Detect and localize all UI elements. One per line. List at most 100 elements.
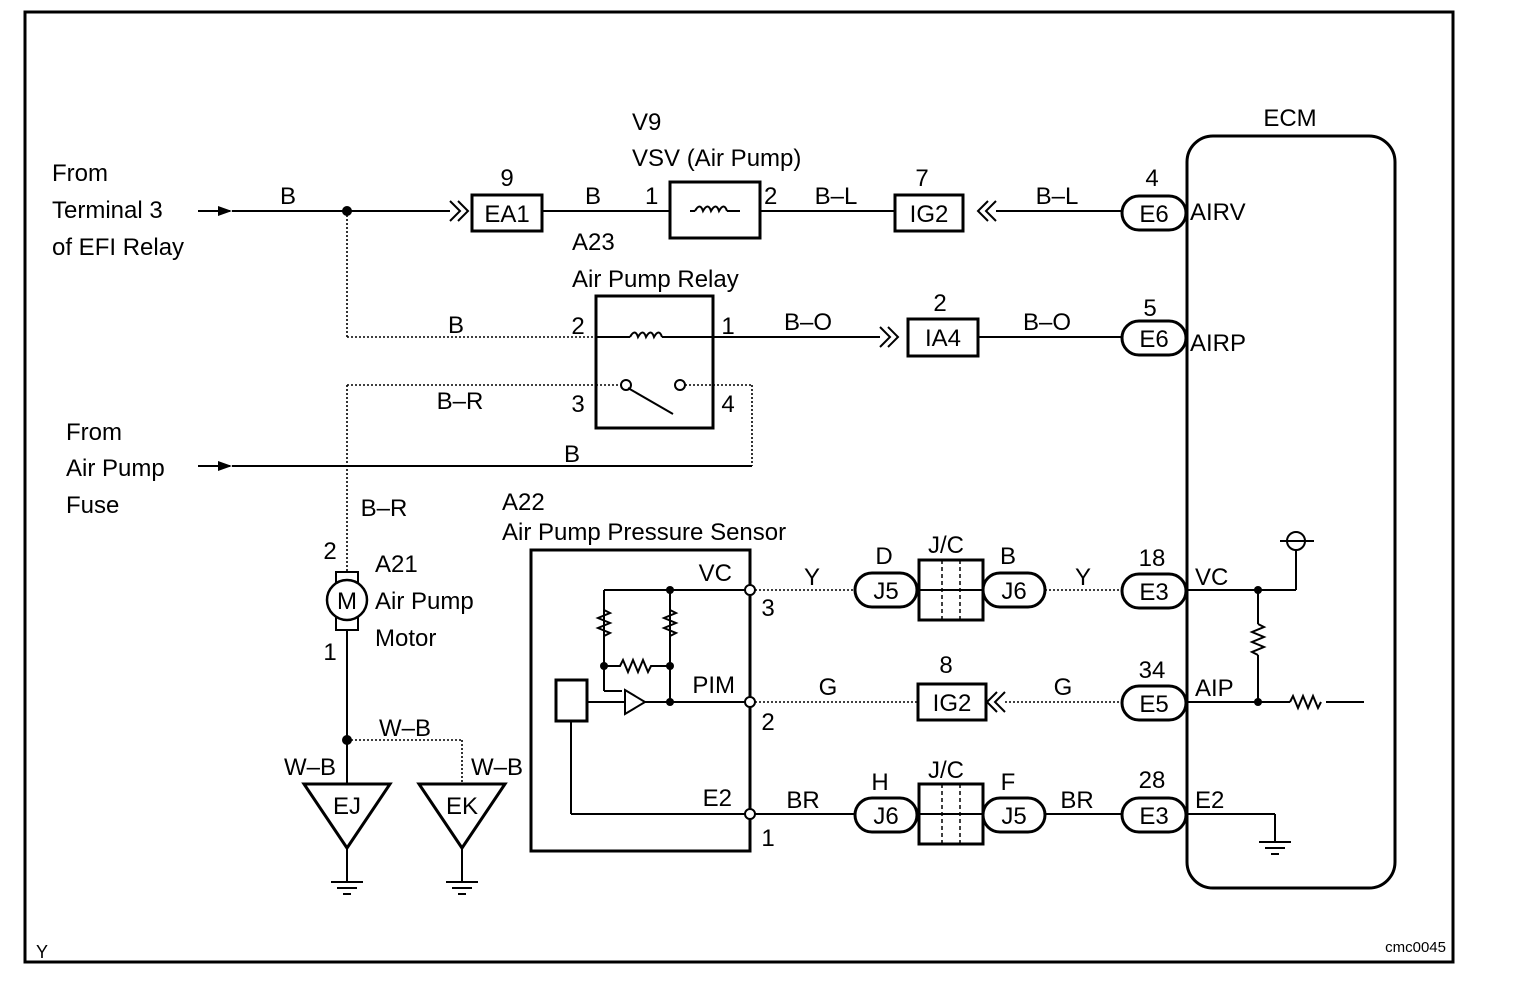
- pin-e3-e2: 28: [1139, 767, 1166, 794]
- wire-airp-circuit: [713, 326, 1122, 348]
- wire-color-wb2: W–B: [284, 754, 336, 781]
- pin-ia4: 2: [933, 290, 946, 317]
- wire-color-b1: B: [280, 183, 296, 210]
- motor-symbol: M: [337, 588, 357, 615]
- footer-code: cmc0045: [1385, 939, 1446, 956]
- ecm-title: ECM: [1263, 105, 1316, 132]
- pin-j-d: D: [875, 543, 892, 570]
- connector-j6-vc: [981, 571, 1047, 609]
- pin-vsv-1: 1: [645, 183, 658, 210]
- source-efi-line3: of EFI Relay: [52, 234, 184, 261]
- connector-j5-vc: [853, 571, 919, 609]
- junction-e2-label: J/C: [928, 757, 964, 784]
- motor-name-line1: Air Pump: [375, 588, 474, 615]
- connector-e3-vc-label: E3: [1139, 579, 1168, 606]
- wire-color-g2: G: [1054, 674, 1073, 701]
- pin-e3-vc: 18: [1139, 545, 1166, 572]
- ecm-pin-aip: AIP: [1195, 675, 1234, 702]
- wire-color-br1: B–R: [437, 388, 484, 415]
- connector-j6-vc-label: J6: [1001, 578, 1026, 605]
- pin-relay-1: 1: [721, 313, 734, 340]
- arrow-fuse: [198, 461, 232, 471]
- pin-relay-2: 2: [571, 313, 584, 340]
- air-pump-relay: [594, 294, 715, 430]
- wire-color-y1: Y: [804, 564, 820, 591]
- ground-wiring: [342, 735, 463, 784]
- pin-e5: 34: [1139, 657, 1166, 684]
- pin-motor-2: 2: [323, 538, 336, 565]
- wire-color-b2: B: [585, 183, 601, 210]
- junction-vc: [917, 558, 985, 622]
- ecm-pin-vc: VC: [1195, 564, 1228, 591]
- junction-vc-label: J/C: [928, 532, 964, 559]
- pin-vsv-2: 2: [764, 183, 777, 210]
- source-fuse-line1: From: [66, 419, 122, 446]
- connector-j5-e2: [981, 796, 1047, 834]
- sensor-pin-e2: E2: [703, 785, 732, 812]
- vsv-name: VSV (Air Pump): [632, 145, 801, 172]
- connector-ig2-top-label: IG2: [910, 201, 949, 228]
- source-efi-line1: From: [52, 160, 108, 187]
- pin-relay-3: 3: [571, 391, 584, 418]
- wire-pim-circuit: [755, 691, 1122, 713]
- pin-ea1: 9: [500, 165, 513, 192]
- pin-ig2-top: 7: [915, 165, 928, 192]
- pin-e6-airv: 4: [1145, 165, 1158, 192]
- connector-e6-airp-label: E6: [1139, 326, 1168, 353]
- air-pump-motor: [325, 571, 369, 740]
- relay-code: A23: [572, 229, 615, 256]
- pin-sensor-1: 1: [761, 825, 774, 852]
- wire-color-brn1: BR: [786, 787, 819, 814]
- connector-ig2-mid: [916, 682, 988, 722]
- wire-color-bl2: B–L: [1036, 183, 1079, 210]
- wire-color-bl1: B–L: [815, 183, 858, 210]
- connector-j6-e2: [853, 796, 919, 834]
- wire-color-b4: B: [564, 441, 580, 468]
- wire-color-bo2: B–O: [1023, 309, 1071, 336]
- connector-j5-e2-label: J5: [1001, 803, 1026, 830]
- wire-color-brn2: BR: [1060, 787, 1093, 814]
- pin-j-f: F: [1001, 769, 1016, 796]
- pin-e6-airp: 5: [1143, 295, 1156, 322]
- connector-ea1-label: EA1: [484, 201, 529, 228]
- source-fuse-line2: Air Pump: [66, 455, 165, 482]
- connector-e6-airv-label: E6: [1139, 201, 1168, 228]
- wire-color-y2: Y: [1075, 564, 1091, 591]
- wire-color-bo1: B–O: [784, 309, 832, 336]
- wire-motor-circuit: [232, 384, 753, 572]
- air-pump-pressure-sensor: [529, 548, 756, 853]
- footer-left: Y: [36, 942, 48, 962]
- pin-ig2-mid: 8: [939, 652, 952, 679]
- pin-j-h: H: [871, 769, 888, 796]
- wire-color-wb1: W–B: [379, 715, 431, 742]
- diagram-frame: [23, 10, 1455, 964]
- pin-sensor-2: 2: [761, 709, 774, 736]
- motor-name-line2: Motor: [375, 625, 436, 652]
- connector-ea1: [470, 193, 544, 233]
- connector-j5-vc-label: J5: [873, 578, 898, 605]
- pin-j-b: B: [1000, 543, 1016, 570]
- arrow-efi: [198, 206, 232, 216]
- ecm-pin-airp: AIRP: [1190, 330, 1246, 357]
- ground-ej: [301, 782, 393, 895]
- relay-name: Air Pump Relay: [572, 266, 739, 293]
- connector-ig2-top: [893, 193, 965, 233]
- connector-e3-e2-label: E3: [1139, 803, 1168, 830]
- vsv-code: V9: [632, 109, 661, 136]
- connector-ia4: [906, 317, 980, 358]
- connector-ig2-mid-label: IG2: [933, 690, 972, 717]
- junction-e2: [917, 782, 985, 846]
- source-efi-relay: From Terminal 3 of EFI Relay: [52, 160, 184, 261]
- wire-color-wb3: W–B: [471, 754, 523, 781]
- connector-ia4-label: IA4: [925, 325, 961, 352]
- source-efi-line2: Terminal 3: [52, 197, 163, 224]
- sensor-name: Air Pump Pressure Sensor: [502, 519, 786, 546]
- pin-relay-4: 4: [721, 391, 734, 418]
- pin-motor-1: 1: [323, 639, 336, 666]
- ecm-box: [1185, 134, 1397, 890]
- wire-color-br2: B–R: [361, 495, 408, 522]
- ecm-pin-e2: E2: [1195, 787, 1224, 814]
- sensor-pin-pim: PIM: [692, 672, 735, 699]
- ground-ek: [416, 782, 508, 895]
